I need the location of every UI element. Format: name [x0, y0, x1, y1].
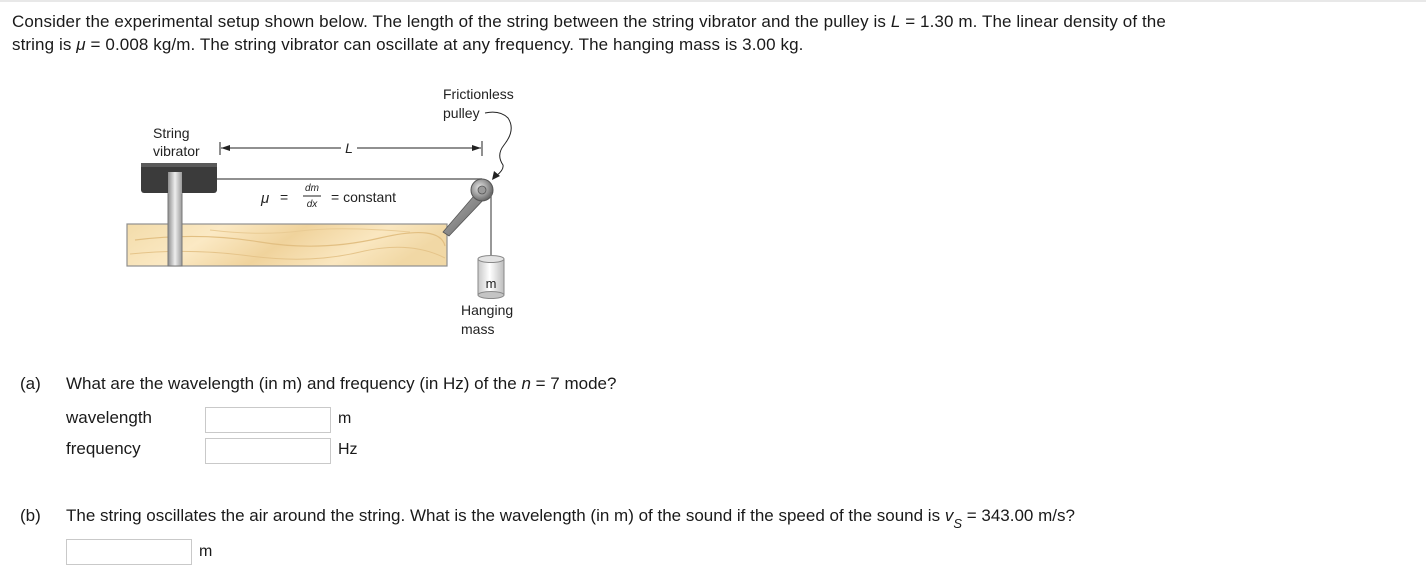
pulley-label-1: Frictionless — [443, 86, 514, 102]
vibrator-label-1: String — [153, 125, 190, 141]
part-b-label: (b) — [20, 506, 41, 525]
experimental-setup-figure: m L String vibrator Frictionless pulley … — [126, 86, 514, 337]
sound-wavelength-unit: m — [199, 543, 213, 560]
part-b-text-end: = 343.00 m/s? — [961, 506, 1075, 525]
wavelength-input[interactable] — [205, 407, 331, 433]
sound-wavelength-input[interactable] — [66, 539, 192, 565]
part-a-text-end: = 7 mode? — [530, 374, 617, 393]
equals-constant: = constant — [331, 189, 396, 205]
mu-symbol: μ — [260, 190, 269, 207]
pulley-pointer — [484, 111, 512, 177]
string-vibrator — [141, 163, 217, 267]
part-a-question: (a) What are the wavelength (in m) and fr… — [20, 374, 616, 394]
equals-sign: = — [280, 189, 288, 205]
wavelength-unit: m — [338, 410, 352, 427]
mass-letter: m — [486, 276, 497, 291]
frequency-label: frequency — [66, 439, 141, 458]
problem-text-1: Consider the experimental setup shown be… — [12, 12, 886, 31]
wavelength-label: wavelength — [66, 408, 153, 427]
pulley — [470, 178, 494, 202]
problem-line-1: Consider the experimental setup shown be… — [12, 10, 1417, 33]
problem-text-3: = 0.008 kg/m. The string vibrator can os… — [85, 35, 804, 54]
density-variable: μ — [76, 35, 86, 54]
mode-variable: n — [521, 374, 531, 393]
length-dimension: L — [219, 140, 483, 156]
part-a-label: (a) — [20, 374, 41, 393]
part-b-text: The string oscillates the air around the… — [66, 506, 945, 525]
hanging-mass: m — [477, 255, 505, 299]
vibrator-label-2: vibrator — [153, 143, 200, 159]
dx-denominator: dx — [307, 199, 319, 210]
top-divider — [0, 0, 1426, 2]
density-equation: μ = dm dx = constant — [260, 183, 396, 210]
speed-subscript: S — [953, 516, 962, 532]
length-variable: L — [890, 12, 901, 31]
problem-line-2: string is μ = 0.008 kg/m. The string vib… — [12, 33, 1417, 56]
part-b-question: (b) The string oscillates the air around … — [20, 506, 1075, 532]
problem-statement: Consider the experimental setup shown be… — [12, 10, 1417, 56]
hanging-label-1: Hanging — [461, 302, 513, 318]
part-a-text: What are the wavelength (in m) and frequ… — [66, 374, 522, 393]
hanging-label-2: mass — [461, 321, 494, 337]
frequency-unit: Hz — [338, 441, 358, 458]
length-label: L — [345, 140, 353, 156]
frequency-input[interactable] — [205, 438, 331, 464]
length-value: = 1.30 m. The linear density of the — [900, 12, 1166, 31]
dm-numerator: dm — [305, 183, 319, 194]
problem-text-2: string is — [12, 35, 77, 54]
pulley-label-2: pulley — [443, 105, 480, 121]
speed-variable: v — [944, 506, 954, 525]
